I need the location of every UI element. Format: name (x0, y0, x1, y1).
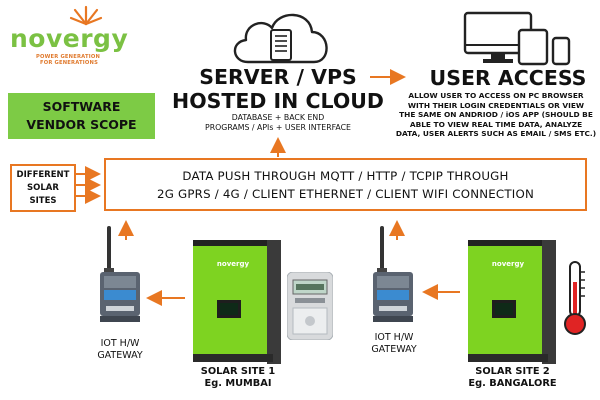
site2-label: SOLAR SITE 2 Eg. BANGALORE (455, 366, 570, 390)
thermometer-icon (564, 261, 586, 335)
scope-line2: VENDOR SCOPE (26, 117, 137, 132)
site2-line1: SOLAR SITE 2 (475, 366, 550, 377)
solar-inverter-2-icon: novergy (468, 240, 556, 364)
user-access-desc-line: ABLE TO VIEW REAL TIME DATA, ANALYZE (409, 119, 583, 129)
solar-inverter-1-icon: novergy (193, 240, 281, 364)
gateway2-line1: IOT H/W (374, 332, 414, 343)
iot-gateway-2-icon (373, 226, 413, 322)
software-vendor-scope-badge: SOFTWARE VENDOR SCOPE (8, 93, 155, 139)
user-access-desc-line: WITH THEIR LOGIN CREDENTIALS OR VIEW (407, 100, 585, 110)
site1-line2: Eg. MUMBAI (204, 378, 272, 389)
server-description: DATABASE + BACK END PROGRAMS / APIs + US… (168, 113, 388, 132)
gateway1-label: IOT H/W GATEWAY (70, 338, 170, 362)
sun-icon (69, 5, 103, 26)
sites-line3: SITES (29, 195, 57, 206)
logo-wordmark: novergy (10, 24, 129, 53)
energy-meter-icon (287, 272, 333, 340)
user-access-desc-line: THE SAME ON ANDRIOD / iOS APP (SHOULD BE (399, 110, 593, 120)
logo-tagline-line1: POWER GENERATION (36, 54, 100, 60)
company-logo: novergy POWER GENERATION FOR GENERATIONS (10, 4, 128, 66)
user-access-desc-line: ALLOW USER TO ACCESS ON PC BROWSER (408, 91, 584, 100)
sites-line2: SOLAR (27, 182, 59, 193)
different-solar-sites-box: DIFFERENT SOLAR SITES (10, 164, 76, 212)
gateway2-label: IOT H/W GATEWAY (344, 332, 444, 356)
scope-line1: SOFTWARE (42, 99, 121, 114)
devices-icon (463, 11, 571, 66)
svg-text:novergy: novergy (217, 260, 250, 268)
user-access-description: ALLOW USER TO ACCESS ON PC BROWSER WITH … (392, 91, 600, 139)
gateway2-line2: GATEWAY (371, 344, 417, 355)
gateway1-line1: IOT H/W (100, 338, 140, 349)
site1-label: SOLAR SITE 1 Eg. MUMBAI (183, 366, 293, 390)
gateway1-line2: GATEWAY (97, 350, 143, 361)
data-push-box: DATA PUSH THROUGH MQTT / HTTP / TCPIP TH… (104, 158, 587, 211)
data-push-line1: DATA PUSH THROUGH MQTT / HTTP / TCPIP TH… (182, 168, 509, 183)
server-desc-line2: PROGRAMS / APIs + USER INTERFACE (205, 122, 351, 132)
server-desc-line1: DATABASE + BACK END (231, 113, 325, 122)
cloud-server-icon (233, 13, 328, 64)
site1-line1: SOLAR SITE 1 (200, 366, 276, 377)
site2-line2: Eg. BANGALORE (468, 378, 557, 389)
user-access-title: USER ACCESS (429, 66, 587, 90)
server-title-line1: SERVER / VPS (199, 65, 357, 89)
server-title-line2: HOSTED IN CLOUD (172, 89, 384, 113)
iot-gateway-1-icon (100, 226, 140, 322)
logo-tagline: POWER GENERATION FOR GENERATIONS (36, 54, 116, 66)
user-access-desc-line: DATA, USER ALERTS SUCH AS EMAIL / SMS ET… (395, 129, 597, 139)
data-push-line2: 2G GPRS / 4G / CLIENT ETHERNET / CLIENT … (157, 186, 534, 201)
logo-tagline-line2: FOR GENERATIONS (40, 60, 99, 66)
sites-line1: DIFFERENT (16, 169, 70, 180)
svg-text:novergy: novergy (492, 260, 525, 268)
server-title: SERVER / VPS HOSTED IN CLOUD (168, 65, 388, 113)
